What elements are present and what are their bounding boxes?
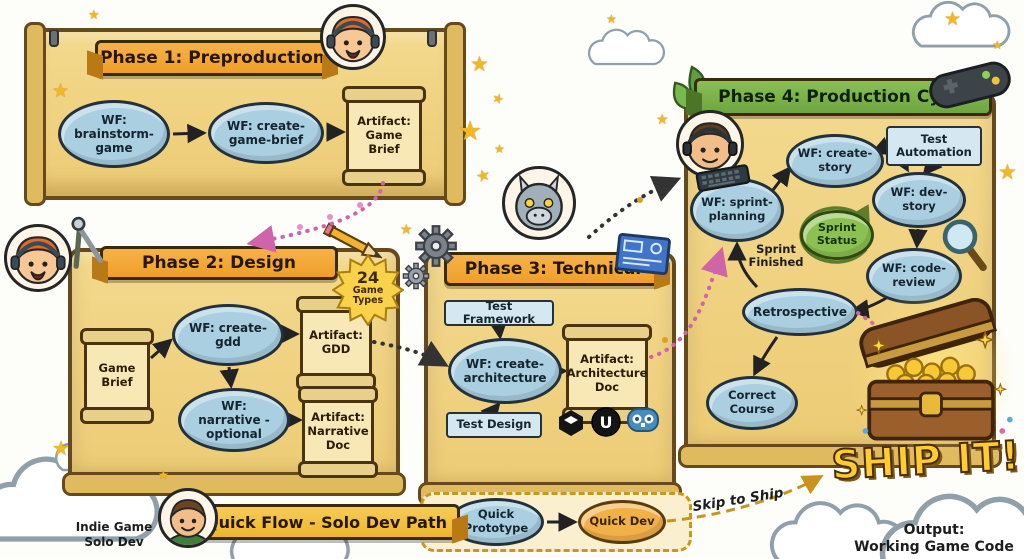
node-label: WF: create-gdd <box>189 320 267 349</box>
star-icon: ★ <box>470 52 489 76</box>
label-text: Sprint Finished <box>748 242 804 270</box>
avatar-designer-female-2 <box>4 224 72 292</box>
phase3-title: Phase 3: Technical <box>464 259 642 279</box>
node-label: WF: code-review <box>881 261 947 289</box>
node-game-brief-input: Game Brief <box>80 328 154 424</box>
label-text: Output: Working Game Code <box>854 521 1014 556</box>
node-label: Test Automation <box>896 131 972 159</box>
ship-it-text: SHIP IT! <box>825 432 1024 490</box>
quick-flow-title: Quick Flow - Solo Dev Path <box>205 512 447 532</box>
gear-icon <box>414 224 458 268</box>
unity-icon <box>556 408 586 438</box>
badge-24-game-types: 24 Game Types <box>332 254 404 326</box>
avatar-solo-dev <box>158 488 218 548</box>
node-wf-dev-story: WF: dev-story <box>872 172 966 228</box>
label-text: SHIP IT! <box>830 432 1023 490</box>
avatar-dragon-architect <box>502 166 576 240</box>
badge-text: Game Types <box>352 285 384 307</box>
node-label: Sprint Status <box>816 221 858 247</box>
star-icon: ★ <box>158 468 169 482</box>
star-icon: ★ <box>998 160 1017 184</box>
phase4-title: Phase 4: Production Cycle <box>718 87 968 107</box>
sprint-finished-label: Sprint Finished <box>740 242 812 270</box>
artifact-label: Artifact: GDD <box>309 328 363 356</box>
star-icon: ★ <box>52 80 70 102</box>
star-icon: ★ <box>52 436 70 460</box>
node-label: WF: create-game-brief <box>227 118 305 147</box>
node-label: WF: dev-story <box>890 185 948 213</box>
cloud <box>587 28 666 66</box>
hanger-icon <box>46 30 62 48</box>
star-icon: ★ <box>458 116 483 147</box>
node-label: Test Design <box>456 417 532 432</box>
badge-number: 24 <box>356 268 380 287</box>
node-label: WF: create-architecture <box>463 356 547 385</box>
hanger-icon <box>424 30 440 48</box>
phase1-banner: Phase 1: Preproduction <box>87 40 338 80</box>
trail-phase3-to-phase4-top <box>587 175 682 239</box>
star-icon: ★ <box>944 8 962 30</box>
node-test-framework: Test Framework <box>444 298 554 326</box>
star-icon: ★ <box>606 12 617 26</box>
node-label: Correct Course <box>728 388 776 416</box>
node-label: Retrospective <box>752 304 848 319</box>
node-label: WF: create-story <box>797 146 873 174</box>
artifact-architecture-doc: Artifact: Architecture Doc <box>562 324 652 424</box>
gear-icon-small <box>402 262 430 290</box>
node-wf-create-architecture: WF: create-architecture <box>448 338 562 404</box>
node-label: WF: brainstorm-game <box>74 112 154 156</box>
phase2-title: Phase 2: Design <box>141 253 296 273</box>
star-icon: ★ <box>656 112 669 128</box>
node-label: Quick Dev <box>589 514 655 529</box>
node-quick-dev: Quick Dev <box>578 500 666 544</box>
artifact-label: Artifact: Narrative Doc <box>307 410 369 452</box>
artifact-label: Artifact: Game Brief <box>357 114 411 156</box>
node-correct-course: Correct Course <box>706 376 798 430</box>
node-wf-brainstorm-game: WF: brainstorm-game <box>58 100 170 168</box>
star-icon: ★ <box>88 8 100 23</box>
solo-dev-label: Indie Game Solo Dev <box>70 506 158 549</box>
node-wf-create-gdd: WF: create-gdd <box>172 304 284 366</box>
node-wf-narrative-optional: WF: narrative - optional <box>178 388 290 452</box>
node-label: WF: sprint-planning <box>701 195 773 223</box>
phase1-title: Phase 1: Preproduction <box>100 48 325 68</box>
label-text: Indie Game Solo Dev <box>75 520 153 549</box>
node-label: Test Framework <box>462 298 536 326</box>
star-icon: ★ <box>400 222 413 238</box>
node-wf-create-story: WF: create-story <box>786 134 884 188</box>
godot-icon <box>626 404 660 436</box>
compass-icon <box>54 211 111 273</box>
output-label: Output: Working Game Code <box>848 504 1020 557</box>
unreal-letter: U <box>600 413 613 432</box>
label-text: Skip to Ship <box>691 484 785 516</box>
star-icon: ★ <box>494 142 505 156</box>
star-icon: ★ <box>992 38 1003 52</box>
treasure-chest-icon <box>838 298 1024 450</box>
node-test-automation: Test Automation <box>886 126 982 166</box>
artifact-label: Artifact: Architecture Doc <box>566 352 648 394</box>
artifact-narrative-doc: Artifact: Narrative Doc <box>298 386 378 478</box>
keyboard-icon <box>695 163 752 192</box>
quick-flow-banner: Quick Flow - Solo Dev Path <box>192 504 468 544</box>
node-wf-create-game-brief: WF: create-game-brief <box>208 102 324 164</box>
node-test-design: Test Design <box>446 412 542 438</box>
phase2-banner: Phase 2: Design <box>92 246 338 284</box>
artifact-game-brief: Artifact: Game Brief <box>342 86 426 186</box>
node-retrospective: Retrospective <box>742 288 858 336</box>
star-icon: ★ <box>489 90 506 109</box>
avatar-designer-female <box>320 4 386 70</box>
node-label: Quick Prototype <box>463 507 529 535</box>
game-controller-icon <box>924 53 1017 118</box>
unreal-icon: U <box>590 406 622 438</box>
blueprint-icon <box>614 231 672 276</box>
node-wf-code-review: WF: code-review <box>866 248 962 304</box>
star-icon: ★ <box>473 164 493 187</box>
node-label: WF: narrative - optional <box>198 398 270 442</box>
skip-to-ship-label: Skip to Ship <box>687 484 788 515</box>
magnifier-icon <box>932 210 995 273</box>
artifact-label: Game Brief <box>98 361 136 389</box>
